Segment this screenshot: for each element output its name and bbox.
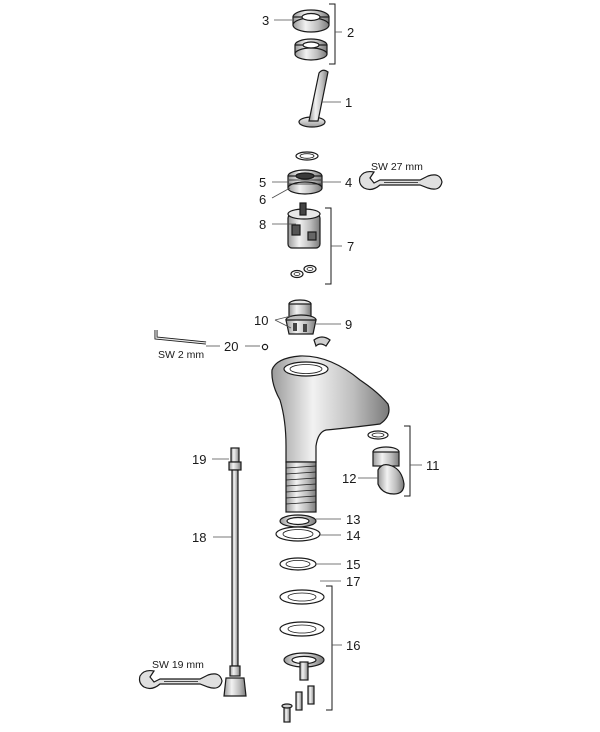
callout-17: 17 (346, 574, 360, 589)
adapter-insert (285, 299, 317, 335)
callout-16: 16 (346, 638, 360, 653)
callout-12: 12 (342, 471, 356, 486)
aerator-ring (367, 430, 389, 440)
aerator (372, 446, 405, 495)
callout-5: 5 (259, 175, 266, 190)
lever-handle (298, 69, 329, 128)
callout-7: 7 (347, 239, 354, 254)
allen-key-sw2 (154, 330, 207, 345)
fixing-ring (279, 514, 317, 528)
callout-18: 18 (192, 530, 206, 545)
callout-13: 13 (346, 512, 360, 527)
cap-ring-bottom (294, 38, 328, 61)
callout-6: 6 (259, 192, 266, 207)
part-numbers: 3 2 1 5 4 6 8 7 10 9 20 11 12 19 13 14 1… (192, 13, 440, 653)
grub-screw (261, 343, 269, 351)
wrench-labels: SW 27 mm SW 2 mm SW 19 mm (152, 161, 423, 671)
callout-3: 3 (262, 13, 269, 28)
cartridge-seals (290, 264, 317, 279)
callout-4: 4 (345, 175, 352, 190)
wrench-label-sw19: SW 19 mm (152, 659, 204, 671)
spout-body (271, 355, 390, 463)
support-plate (279, 621, 325, 637)
wrench-label-sw2: SW 2 mm (158, 349, 204, 361)
callout-8: 8 (259, 217, 266, 232)
o-ring-small (295, 151, 319, 161)
callout-19: 19 (192, 452, 206, 467)
washer (275, 526, 321, 542)
cartridge (287, 202, 321, 249)
lock-nut (283, 652, 325, 681)
callout-9: 9 (345, 317, 352, 332)
callout-10: 10 (254, 313, 268, 328)
callout-14: 14 (346, 528, 360, 543)
threaded-nut (287, 169, 323, 195)
fixing-screws (281, 685, 315, 723)
cap-ring-top (292, 9, 330, 33)
wrench-label-sw27: SW 27 mm (371, 161, 423, 173)
callout-15: 15 (346, 557, 360, 572)
callout-11: 11 (426, 458, 440, 473)
threaded-shank (285, 461, 317, 513)
spacer-disc (279, 589, 325, 605)
group-brackets (325, 3, 422, 711)
flexible-hose (223, 447, 247, 697)
retaining-clip (313, 336, 331, 348)
leader-lines (206, 19, 378, 582)
wrench-sw27 (358, 170, 443, 191)
callout-1: 1 (345, 95, 352, 110)
callout-20: 20 (224, 339, 238, 354)
callout-2: 2 (347, 25, 354, 40)
wrench-sw19 (138, 669, 223, 690)
gasket-ring (279, 557, 317, 571)
